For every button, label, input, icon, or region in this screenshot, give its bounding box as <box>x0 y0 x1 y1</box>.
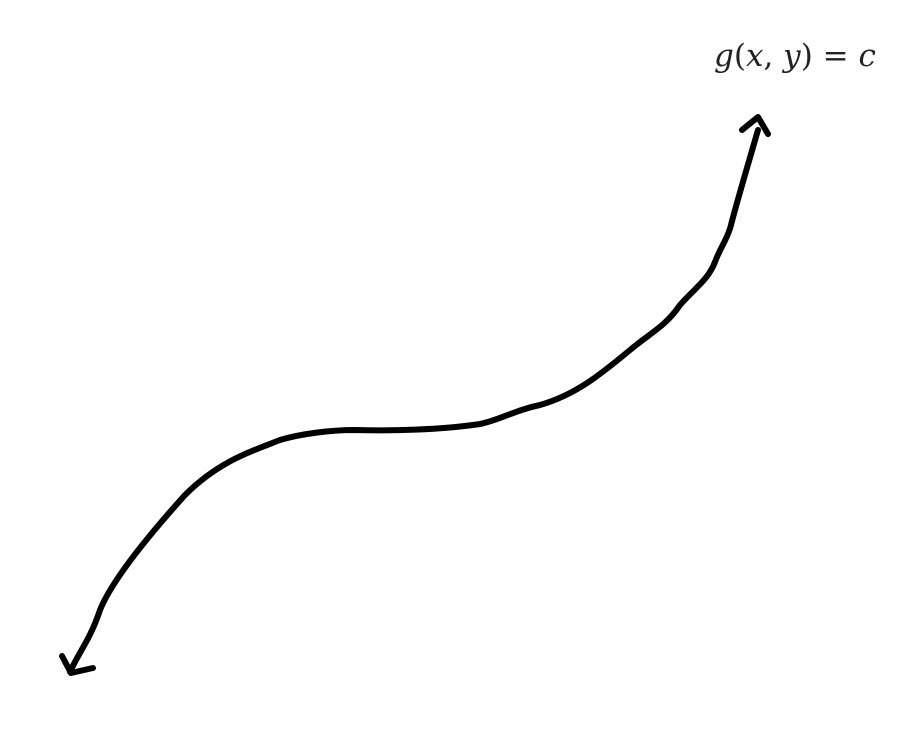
variable-y: y <box>783 38 801 74</box>
constant-c: c <box>858 38 876 74</box>
close-paren: ) <box>800 38 813 74</box>
variable-x: x <box>745 38 764 74</box>
curve-equation-label: g(x, y) = c <box>714 38 876 74</box>
function-symbol: g <box>714 38 734 74</box>
arrowhead-bottom <box>59 653 96 676</box>
level-curve <box>67 127 761 675</box>
comma: , <box>763 38 784 74</box>
arrowhead-top <box>739 114 771 137</box>
open-paren: ( <box>733 38 746 74</box>
equals-sign: = <box>812 38 859 74</box>
